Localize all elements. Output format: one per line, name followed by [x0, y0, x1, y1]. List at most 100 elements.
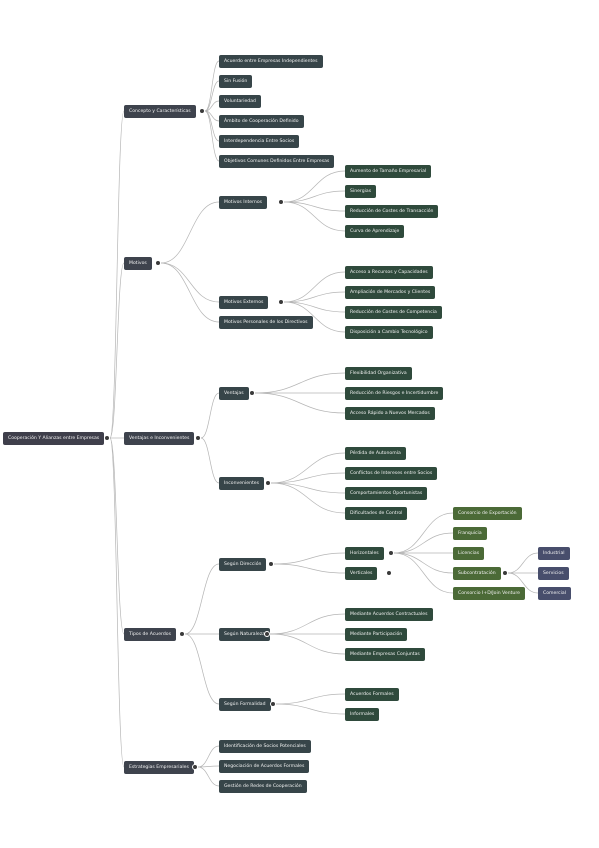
subcontratacion-toggle[interactable]: [502, 570, 508, 576]
motivo-externo-item[interactable]: Disposición a Cambio Tecnológico: [345, 326, 433, 339]
subcontratacion-item[interactable]: Industrial: [538, 547, 570, 560]
formalidad-item[interactable]: Informales: [345, 708, 380, 721]
connector-line: [507, 572, 539, 594]
verticales-node[interactable]: Verticales: [345, 567, 378, 580]
segun-naturaleza-node[interactable]: Según Naturaleza: [219, 628, 270, 641]
connector-line: [254, 392, 346, 414]
ventaja-item[interactable]: Reducción de Riesgos e Incertidumbre: [345, 387, 444, 400]
branch-estrategias-toggle[interactable]: [192, 764, 198, 770]
branch-tipos-toggle[interactable]: [179, 631, 185, 637]
ventaja-item[interactable]: Acceso Rápido a Nuevos Mercados: [345, 407, 435, 420]
motivo-interno-item[interactable]: Curva de Aprendizaje: [345, 225, 405, 238]
connector-line: [109, 262, 125, 439]
connector-line: [200, 437, 220, 484]
root-collapse-toggle[interactable]: [104, 435, 110, 441]
connector-line: [197, 766, 220, 787]
motivo-interno-item[interactable]: Sinergias: [345, 185, 377, 198]
motivo-interno-item[interactable]: Aumento de Tamaño Empresarial: [345, 165, 432, 178]
connector-line: [270, 452, 346, 484]
connector-line: [269, 633, 346, 655]
branch-concepto-toggle[interactable]: [199, 108, 205, 114]
root-node[interactable]: Cooperación Y Alianzas entre Empresas: [3, 432, 105, 445]
verticales-toggle[interactable]: [386, 570, 392, 576]
connector-line: [160, 262, 220, 323]
formalidad-item[interactable]: Acuerdos Formales: [345, 688, 399, 701]
ventaja-item[interactable]: Flexibilidad Organizativa: [345, 367, 412, 380]
inconveniente-item[interactable]: Comportamientos Oportunistas: [345, 487, 428, 500]
connector-line: [393, 552, 454, 574]
connector-line: [204, 110, 220, 162]
inconvenientes-toggle[interactable]: [265, 480, 271, 486]
motivo-externo-item[interactable]: Acceso a Recursos y Capacidades: [345, 266, 433, 279]
motivos-externos-toggle[interactable]: [278, 299, 284, 305]
subcontratacion-item[interactable]: Servicios: [538, 567, 569, 580]
naturaleza-item[interactable]: Mediante Empresas Conjuntas: [345, 648, 425, 661]
branch-motivos[interactable]: Motivos: [124, 257, 152, 270]
segun-formalidad-node[interactable]: Según Formalidad: [219, 698, 271, 711]
connector-line: [160, 262, 220, 303]
connector-line: [393, 512, 454, 554]
estrategia-item[interactable]: Negociación de Acuerdos Formales: [219, 760, 310, 773]
concepto-item[interactable]: Acuerdo entre Empresas Independientes: [219, 55, 323, 68]
connector-line: [197, 745, 220, 768]
connector-line: [283, 291, 346, 303]
motivo-interno-item[interactable]: Reducción de Costes de Transacción: [345, 205, 439, 218]
inconveniente-item[interactable]: Pérdida de Autonomía: [345, 447, 406, 460]
inconveniente-item[interactable]: Conflictos de Intereses entre Socios: [345, 467, 438, 480]
connector-line: [283, 201, 346, 232]
connector-line: [507, 552, 539, 574]
branch-concepto[interactable]: Concepto y Características: [124, 105, 196, 118]
horizontal-item[interactable]: Licencias: [453, 547, 485, 560]
segun-direccion-toggle[interactable]: [268, 561, 274, 567]
naturaleza-item[interactable]: Mediante Acuerdos Contractuales: [345, 608, 433, 621]
concepto-item[interactable]: Voluntariedad: [219, 95, 261, 108]
motivos-externos-node[interactable]: Motivos Externos: [219, 296, 269, 309]
connector-line: [269, 613, 346, 635]
estrategia-item[interactable]: Gestión de Redes de Cooperación: [219, 780, 307, 793]
concepto-item[interactable]: Objetivos Comunes Definidos Entre Empres…: [219, 155, 335, 168]
motivo-externo-item[interactable]: Reducción de Costes de Competencia: [345, 306, 442, 319]
connector-line: [109, 437, 125, 768]
branch-ventajas-toggle[interactable]: [195, 435, 201, 441]
connector-line: [283, 170, 346, 203]
connector-line: [200, 392, 220, 439]
connector-line: [273, 552, 346, 565]
inconvenientes-node[interactable]: Inconvenientes: [219, 477, 265, 490]
branch-motivos-toggle[interactable]: [155, 260, 161, 266]
horizontales-node[interactable]: Horizontales: [345, 547, 384, 560]
motivos-internos-node[interactable]: Motivos Internos: [219, 196, 268, 209]
connector-line: [254, 372, 346, 394]
segun-formalidad-toggle[interactable]: [270, 701, 276, 707]
inconveniente-item[interactable]: Dificultades de Control: [345, 507, 408, 520]
concepto-item[interactable]: Ámbito de Cooperación Definido: [219, 115, 304, 128]
branch-tipos[interactable]: Tipos de Acuerdos: [124, 628, 176, 641]
segun-direccion-node[interactable]: Según Dirección: [219, 558, 267, 571]
branch-ventajas[interactable]: Ventajas e Inconvenientes: [124, 432, 195, 445]
ventajas-node[interactable]: Ventajas: [219, 387, 249, 400]
concepto-item[interactable]: Sin Fusión: [219, 75, 253, 88]
connector-line: [273, 563, 346, 574]
concepto-item[interactable]: Interdependencia Entre Socios: [219, 135, 300, 148]
horizontal-item[interactable]: Franquicia: [453, 527, 487, 540]
connector-line: [184, 563, 220, 635]
naturaleza-item[interactable]: Mediante Participación: [345, 628, 408, 641]
connector-line: [184, 633, 220, 705]
branch-estrategias[interactable]: Estrategias Empresariales: [124, 761, 194, 774]
segun-naturaleza-toggle[interactable]: [264, 631, 270, 637]
connector-line: [204, 60, 220, 112]
connector-line: [160, 201, 220, 264]
connector-line: [270, 482, 346, 514]
horizontal-item-subcontratacion[interactable]: Subcontratación: [453, 567, 501, 580]
connector-line: [270, 472, 346, 484]
horizontal-item[interactable]: Consorcio de Exportación: [453, 507, 522, 520]
ventajas-toggle[interactable]: [249, 390, 255, 396]
connector-line: [393, 532, 454, 554]
horizontal-item[interactable]: Consorcio I+D/Join Venture: [453, 587, 525, 600]
subcontratacion-item[interactable]: Comercial: [538, 587, 572, 600]
connector-line: [270, 482, 346, 494]
horizontales-toggle[interactable]: [388, 550, 394, 556]
motivos-internos-toggle[interactable]: [278, 199, 284, 205]
motivos-personales-node[interactable]: Motivos Personales de los Directivos: [219, 316, 313, 329]
motivo-externo-item[interactable]: Ampliación de Mercados y Clientes: [345, 286, 436, 299]
estrategia-item[interactable]: Identificación de Socios Potenciales: [219, 740, 311, 753]
